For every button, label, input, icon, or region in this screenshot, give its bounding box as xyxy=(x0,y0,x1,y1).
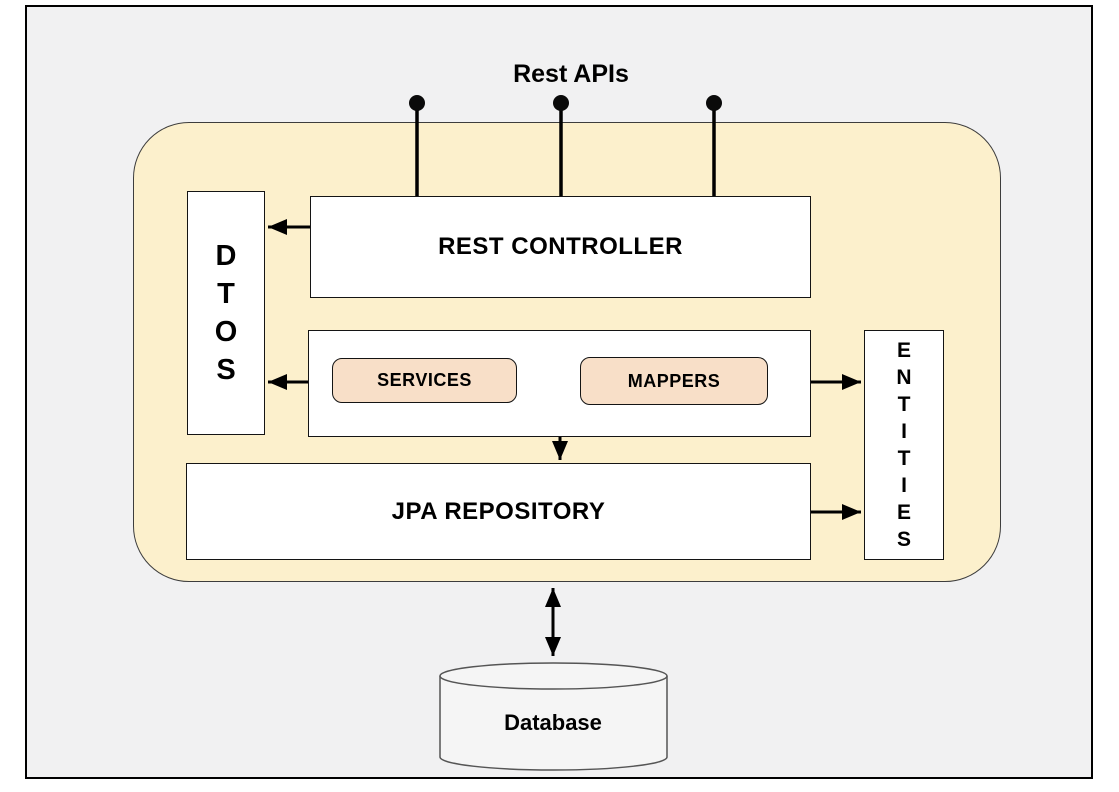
node-services: SERVICES xyxy=(332,358,517,403)
database-label: Database xyxy=(504,710,602,735)
node-mappers: MAPPERS xyxy=(580,357,768,405)
node-jpa-repository: JPA REPOSITORY xyxy=(186,463,811,560)
rest-apis-title: Rest APIs xyxy=(513,60,629,88)
node-rest-controller: REST CONTROLLER xyxy=(310,196,811,298)
